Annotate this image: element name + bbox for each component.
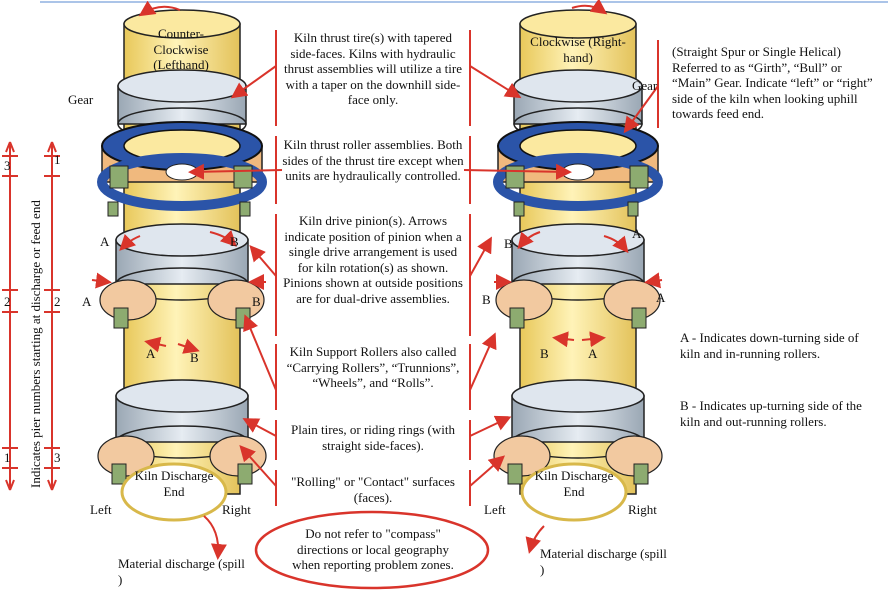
left-discharge-end-label: Kiln Discharge End	[134, 468, 214, 499]
right-pos-a-upper: A	[632, 226, 642, 241]
pier-axis-lines	[2, 141, 60, 491]
pier-right-2: 2	[54, 294, 61, 309]
pier-right-1: 1	[54, 152, 61, 167]
pier-left-3: 3	[4, 158, 11, 173]
left-pos-a-side: A	[82, 294, 92, 309]
left-pos-b-lower: B	[190, 350, 199, 365]
gear-note: (Straight Spur or Single Helical) Referr…	[672, 44, 873, 121]
callout-plain-tires: Plain tires, or riding rings (with strai…	[282, 422, 464, 453]
right-kiln-drawing	[493, 0, 663, 554]
left-pos-a-upper: A	[100, 234, 110, 249]
pier-right-3: 3	[54, 450, 61, 465]
right-rotation-label: Clockwise (Right-hand)	[530, 34, 626, 65]
right-pos-b-upper: B	[504, 236, 513, 251]
callout-drive-pinion: Kiln drive pinion(s). Arrows indicate po…	[282, 213, 464, 306]
compass-note: Do not refer to "compass" directions or …	[292, 526, 454, 572]
right-pos-a-side: A	[656, 290, 666, 305]
left-kiln-drawing	[91, 0, 267, 560]
callout-rolling-surfaces: "Rolling" or "Contact" surfaces (faces).	[282, 474, 464, 505]
right-gear-label: Gear	[632, 78, 658, 93]
right-left-label: Left	[484, 502, 506, 517]
right-material-discharge: Material discharge (spill )	[540, 546, 667, 577]
callout-leaders	[188, 30, 659, 506]
pier-left-2: 2	[4, 294, 11, 309]
right-pos-b-lower: B	[540, 346, 549, 361]
pier-left-1: 1	[4, 450, 11, 465]
left-pos-b-side: B	[252, 294, 261, 309]
left-pos-b-upper: B	[230, 234, 239, 249]
callout-thrust-tire: Kiln thrust tire(s) with tapered side-fa…	[282, 30, 464, 108]
right-pos-b-side: B	[482, 292, 491, 307]
right-discharge-end-label: Kiln Discharge End	[534, 468, 614, 499]
legend-b: B - Indicates up-turning side of the kil…	[680, 398, 862, 429]
left-rotation-label: Counter-Clockwise (Lefthand)	[153, 26, 209, 72]
left-right-label: Right	[222, 502, 251, 517]
compass-note-oval	[254, 510, 490, 590]
right-right-label: Right	[628, 502, 657, 517]
left-pos-a-lower: A	[146, 346, 156, 361]
left-material-discharge: Material discharge (spill )	[118, 556, 245, 587]
callout-support-rollers: Kiln Support Rollers also called “Carryi…	[282, 344, 464, 391]
left-left-label: Left	[90, 502, 112, 517]
callout-thrust-rollers: Kiln thrust roller assemblies. Both side…	[282, 137, 464, 184]
left-gear-label: Gear	[68, 92, 94, 107]
pier-axis-label: Indicates pier numbers starting at disch…	[28, 200, 43, 488]
legend-a: A - Indicates down-turning side of kiln …	[680, 330, 859, 361]
right-pos-a-lower: A	[588, 346, 598, 361]
